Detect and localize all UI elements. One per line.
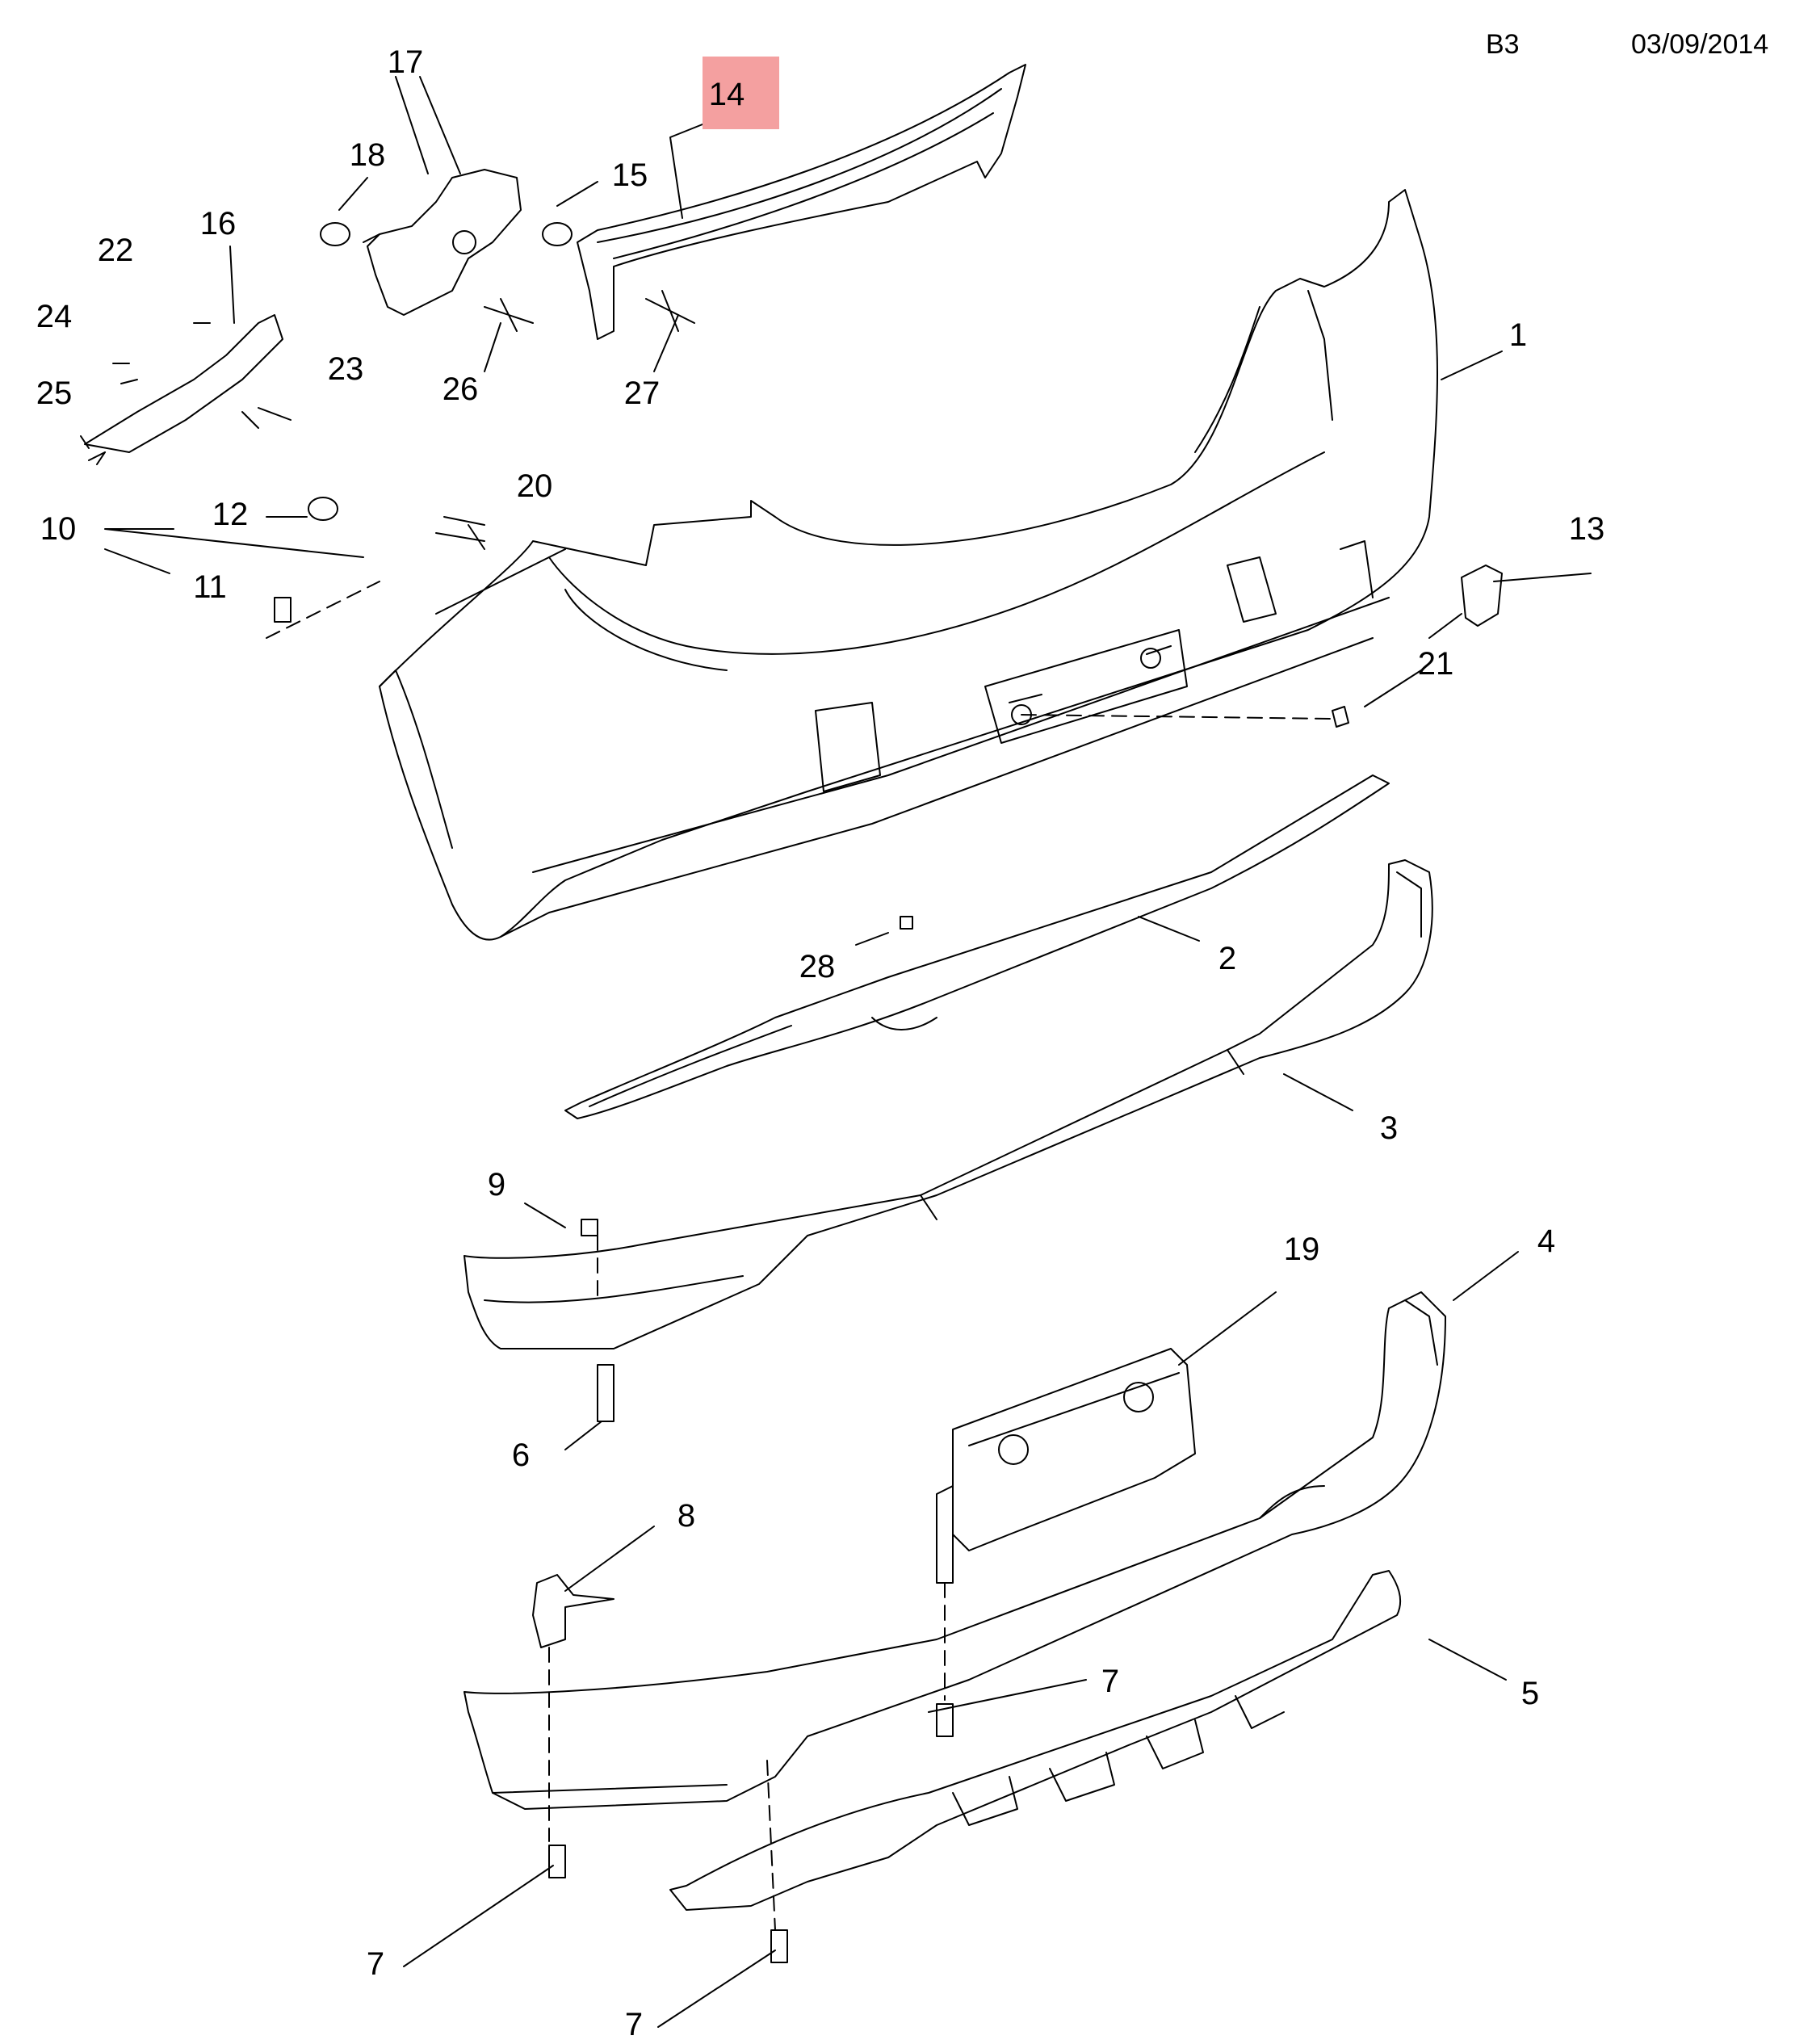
callout-9: 9 [488, 1167, 505, 1202]
callout-18: 18 [350, 137, 386, 173]
upper-bracket-part [577, 64, 1026, 340]
lower-bracket-part [532, 1574, 614, 1648]
callout-14: 14 [709, 77, 745, 112]
lower-trim-strip-part [564, 774, 1390, 1119]
license-plate-bracket-part [936, 1348, 1196, 1584]
small-bracket-part [84, 314, 283, 465]
callout-17: 17 [388, 44, 424, 80]
callout-11: 11 [193, 569, 227, 605]
callout-7c: 7 [625, 2007, 643, 2042]
callout-27: 27 [624, 376, 661, 411]
callout-23: 23 [328, 351, 364, 387]
callout-19: 19 [1284, 1232, 1320, 1267]
callout-25: 25 [36, 376, 73, 411]
callout-7b: 7 [367, 1946, 384, 1982]
callout-16: 16 [200, 206, 237, 241]
sheet-code: B3 [1486, 29, 1520, 60]
diffuser-part [669, 1570, 1402, 1911]
callout-3: 3 [1380, 1110, 1398, 1146]
callout-10: 10 [40, 511, 77, 547]
fasteners [88, 222, 1349, 1963]
callout-28: 28 [799, 949, 836, 984]
callout-20: 20 [517, 468, 553, 504]
callout-24: 24 [36, 299, 73, 334]
callout-21: 21 [1418, 646, 1454, 682]
callout-5: 5 [1521, 1676, 1539, 1711]
callout-13: 13 [1569, 511, 1605, 547]
callout-12: 12 [212, 497, 249, 532]
lower-bumper-panel-part [463, 1291, 1446, 1810]
leader-lines [80, 76, 1592, 2028]
assembly-lines [266, 581, 1333, 1931]
lower-valance-part [463, 859, 1433, 1349]
callout-8: 8 [677, 1498, 695, 1534]
bumper-cover-part [379, 189, 1438, 941]
callout-2: 2 [1218, 941, 1236, 976]
callout-15: 15 [612, 157, 648, 193]
tow-hook-cover-part [1428, 565, 1503, 639]
callout-7a: 7 [1101, 1664, 1119, 1699]
callout-6: 6 [512, 1438, 530, 1473]
callout-26: 26 [443, 371, 479, 407]
callout-4: 4 [1537, 1223, 1555, 1259]
side-bracket-part [363, 169, 522, 316]
callout-22: 22 [98, 233, 134, 268]
callout-1: 1 [1509, 317, 1527, 353]
highlight-box [703, 57, 779, 129]
diagram-date: 03/09/2014 [1631, 29, 1769, 60]
